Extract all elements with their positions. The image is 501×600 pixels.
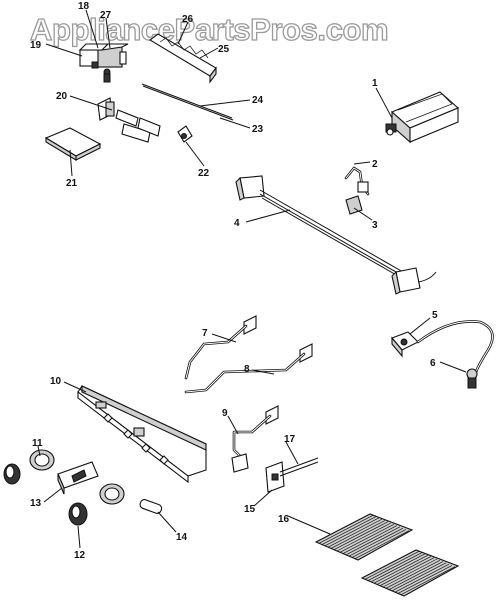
callout-3: 3 [372,220,378,231]
callout-10: 10 [50,376,62,387]
part-switch[interactable] [57,461,99,495]
callout-18: 18 [78,1,90,12]
part-bent-rod-upper[interactable] [184,315,257,380]
callout-2: 2 [372,159,378,170]
part-knob-bezel-lower[interactable] [99,483,125,505]
callout-21: 21 [66,178,78,189]
callout-13: 13 [30,498,42,509]
leader-lines [37,9,467,549]
callout-8: 8 [244,364,250,375]
callout-23: 23 [252,124,264,135]
part-control-panel[interactable] [77,385,207,484]
callout-11: 11 [32,438,43,449]
callout-15: 15 [244,504,256,515]
callout-16: 16 [278,514,290,525]
watermark: AppliancePartsPros.com [30,12,388,47]
part-igniter-probe[interactable] [265,457,319,493]
part-thermocouple[interactable] [391,320,494,389]
callout-14: 14 [176,532,188,543]
part-electrode[interactable] [97,97,161,143]
callout-4: 4 [234,218,240,229]
callout-24: 24 [252,95,264,106]
part-valve-assembly[interactable] [78,43,129,83]
callout-27: 27 [100,10,112,21]
part-grates[interactable] [314,513,460,597]
callout-labels: 18 19 27 26 25 24 23 20 21 22 1 2 3 4 5 … [30,1,438,561]
part-tray[interactable] [44,127,102,161]
callout-7: 7 [202,328,208,339]
part-bent-rod-lower[interactable] [184,343,313,394]
callout-5: 5 [432,310,438,321]
callout-12: 12 [74,550,86,561]
part-clip[interactable] [177,125,193,143]
part-knob-bezel-upper[interactable] [29,449,55,471]
part-rod-bracket[interactable] [231,405,279,473]
callout-22: 22 [198,168,210,179]
callout-9: 9 [222,408,228,419]
callout-19: 19 [30,40,42,51]
callout-20: 20 [56,91,68,102]
part-burner-box[interactable] [385,91,460,144]
callout-25: 25 [218,44,230,55]
callout-26: 26 [182,14,194,25]
part-knob-left[interactable] [3,463,21,485]
part-rod[interactable] [141,83,234,121]
part-igniter-bracket[interactable] [344,166,370,215]
callout-6: 6 [430,358,436,369]
callout-17: 17 [284,434,296,445]
part-burner-tube[interactable] [235,175,437,295]
part-knob[interactable] [68,502,88,526]
part-pin[interactable] [139,498,163,514]
callout-1: 1 [372,78,378,89]
part-burner-bracket[interactable] [149,33,217,84]
